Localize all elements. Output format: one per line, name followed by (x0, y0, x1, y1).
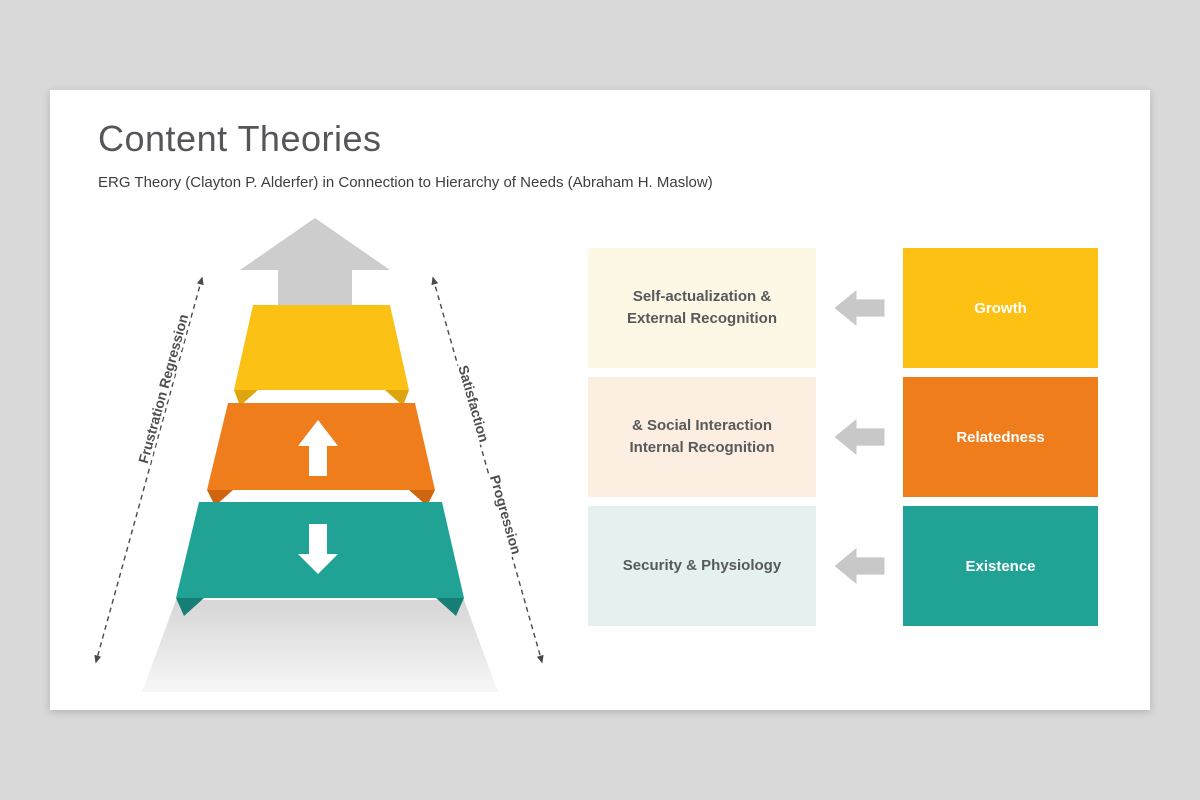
connector-cell (816, 377, 903, 497)
up-arrow-icon (298, 420, 338, 476)
erg-box-relatedness: Relatedness (903, 377, 1098, 497)
maslow-text-line1: & Social Interaction (631, 417, 773, 435)
maslow-text-line1: Security & Physiology (622, 557, 782, 575)
maslow-text-line2: External Recognition (626, 310, 778, 327)
erg-label: Growth (974, 299, 1027, 317)
left-arrow-icon (834, 419, 885, 455)
pyramid-diagram: Frustration Regression Satisfaction Prog… (90, 200, 610, 700)
left-arrow-icon (834, 290, 885, 326)
frustration-regression-label: Frustration Regression (135, 312, 191, 465)
satisfaction-label: Satisfaction (455, 363, 492, 444)
pyramid-svg: Frustration Regression Satisfaction Prog… (94, 218, 544, 692)
mapping-table: Self-actualization & External Recognitio… (588, 248, 1098, 626)
connector-cell (816, 506, 903, 626)
maslow-box-growth: Self-actualization & External Recognitio… (588, 248, 816, 368)
page-subtitle: ERG Theory (Clayton P. Alderfer) in Conn… (98, 174, 713, 191)
connector-cell (816, 248, 903, 368)
page-title: Content Theories (98, 118, 382, 159)
erg-label: Existence (965, 557, 1036, 575)
maslow-text-line1: Self-actualization & (632, 288, 772, 306)
erg-box-growth: Growth (903, 248, 1098, 368)
growth-layer-fold-right (385, 390, 409, 406)
erg-box-existence: Existence (903, 506, 1098, 626)
maslow-text-line2: Internal Recognition (629, 439, 775, 456)
growth-layer-fold-left (234, 390, 258, 406)
maslow-box-relatedness: & Social Interaction Internal Recognitio… (588, 377, 816, 497)
progression-label: Progression (487, 473, 525, 556)
satisfaction-dashed-line (431, 276, 544, 664)
frustration-dashed-line (94, 276, 204, 664)
growth-layer (234, 305, 409, 390)
left-arrow-icon (834, 548, 885, 584)
slide-canvas: Content Theories ERG Theory (Clayton P. … (50, 90, 1150, 710)
erg-label: Relatedness (956, 428, 1045, 446)
pyramid-base-shadow (142, 600, 498, 692)
apex-up-arrow-icon (240, 218, 390, 312)
down-arrow-icon (298, 524, 338, 574)
maslow-box-existence: Security & Physiology (588, 506, 816, 626)
